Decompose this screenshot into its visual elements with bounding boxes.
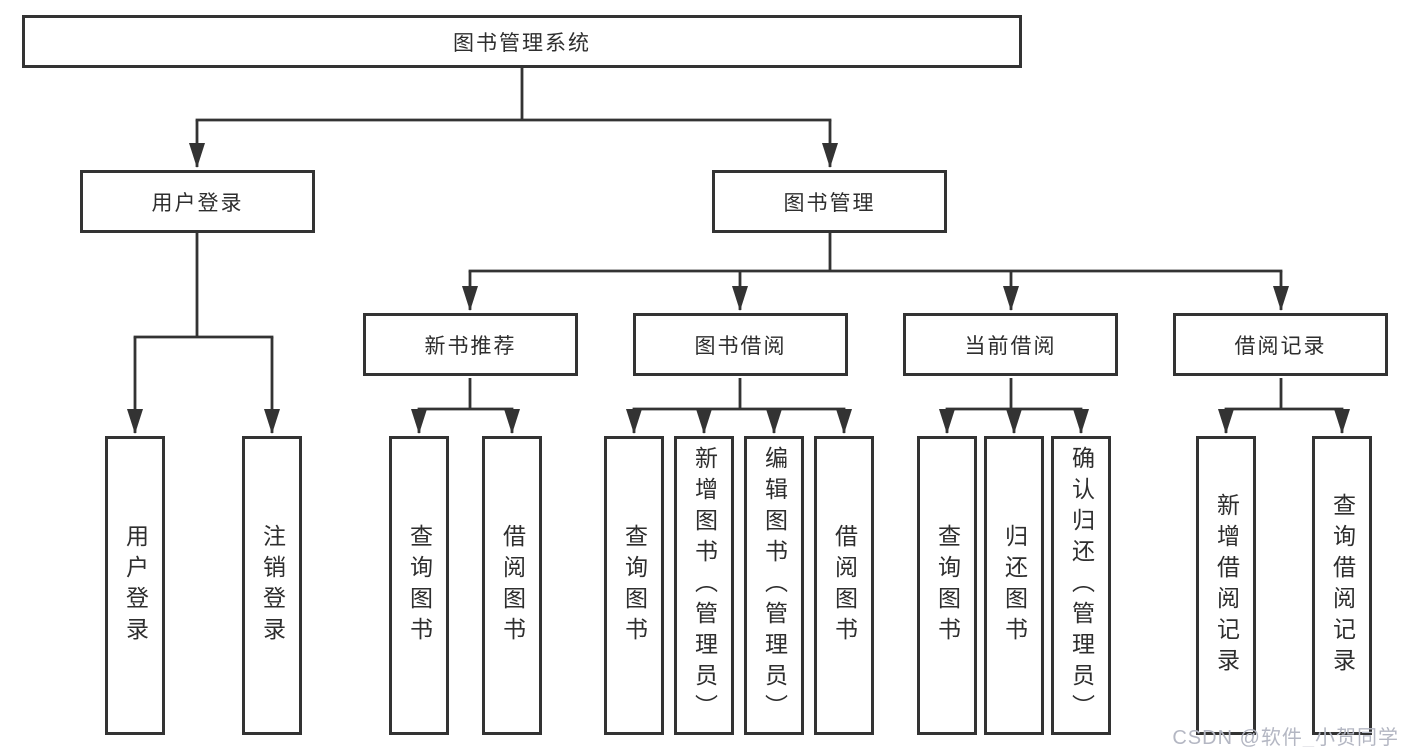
- node-new-book-recommend-label: 新书推荐: [424, 334, 517, 358]
- leaf-add-books-admin-label: 新增图书（管理员）: [691, 446, 718, 725]
- node-borrow-records: 借阅记录: [1173, 313, 1388, 376]
- leaf-edit-books-admin-label: 编辑图书（管理员）: [761, 446, 788, 725]
- node-book-management-branch: 图书管理: [712, 170, 947, 233]
- node-current-borrow-label: 当前借阅: [964, 334, 1057, 358]
- leaf-borrow-books-rec: 借阅图书: [482, 436, 542, 735]
- leaf-query-borrow-record-label: 查询借阅记录: [1329, 492, 1356, 679]
- node-book-borrow: 图书借阅: [633, 313, 848, 376]
- node-current-borrow: 当前借阅: [903, 313, 1118, 376]
- leaf-user-login: 用户登录: [105, 436, 165, 735]
- node-borrow-records-label: 借阅记录: [1234, 334, 1327, 358]
- leaf-query-books-rec-label: 查询图书: [406, 523, 433, 648]
- leaf-add-borrow-record: 新增借阅记录: [1196, 436, 1256, 735]
- node-root-label: 图书管理系统: [453, 31, 591, 55]
- leaf-confirm-return-admin: 确认归还（管理员）: [1051, 436, 1111, 735]
- leaf-return-books-label: 归还图书: [1001, 523, 1028, 648]
- leaf-confirm-return-admin-label: 确认归还（管理员）: [1068, 446, 1095, 725]
- leaf-query-borrow-record: 查询借阅记录: [1312, 436, 1372, 735]
- csdn-watermark: CSDN @软件_小贺同学: [1172, 727, 1399, 747]
- leaf-logout-label: 注销登录: [259, 523, 286, 648]
- leaf-return-books: 归还图书: [984, 436, 1044, 735]
- leaf-query-books-current-label: 查询图书: [934, 523, 961, 648]
- leaf-borrow-books-label: 借阅图书: [831, 523, 858, 648]
- leaf-query-books-rec: 查询图书: [389, 436, 449, 735]
- leaf-query-books-borrow: 查询图书: [604, 436, 664, 735]
- leaf-query-books-borrow-label: 查询图书: [621, 523, 648, 648]
- node-user-login-branch-label: 用户登录: [151, 191, 244, 215]
- leaf-query-books-current: 查询图书: [917, 436, 977, 735]
- leaf-add-books-admin: 新增图书（管理员）: [674, 436, 734, 735]
- node-book-borrow-label: 图书借阅: [694, 334, 787, 358]
- node-book-management-branch-label: 图书管理: [783, 191, 876, 215]
- leaf-borrow-books-rec-label: 借阅图书: [499, 523, 526, 648]
- leaf-borrow-books: 借阅图书: [814, 436, 874, 735]
- node-user-login-branch: 用户登录: [80, 170, 315, 233]
- leaf-edit-books-admin: 编辑图书（管理员）: [744, 436, 804, 735]
- node-new-book-recommend: 新书推荐: [363, 313, 578, 376]
- leaf-logout: 注销登录: [242, 436, 302, 735]
- node-root: 图书管理系统: [22, 15, 1022, 68]
- leaf-add-borrow-record-label: 新增借阅记录: [1213, 492, 1240, 679]
- leaf-user-login-label: 用户登录: [122, 523, 149, 648]
